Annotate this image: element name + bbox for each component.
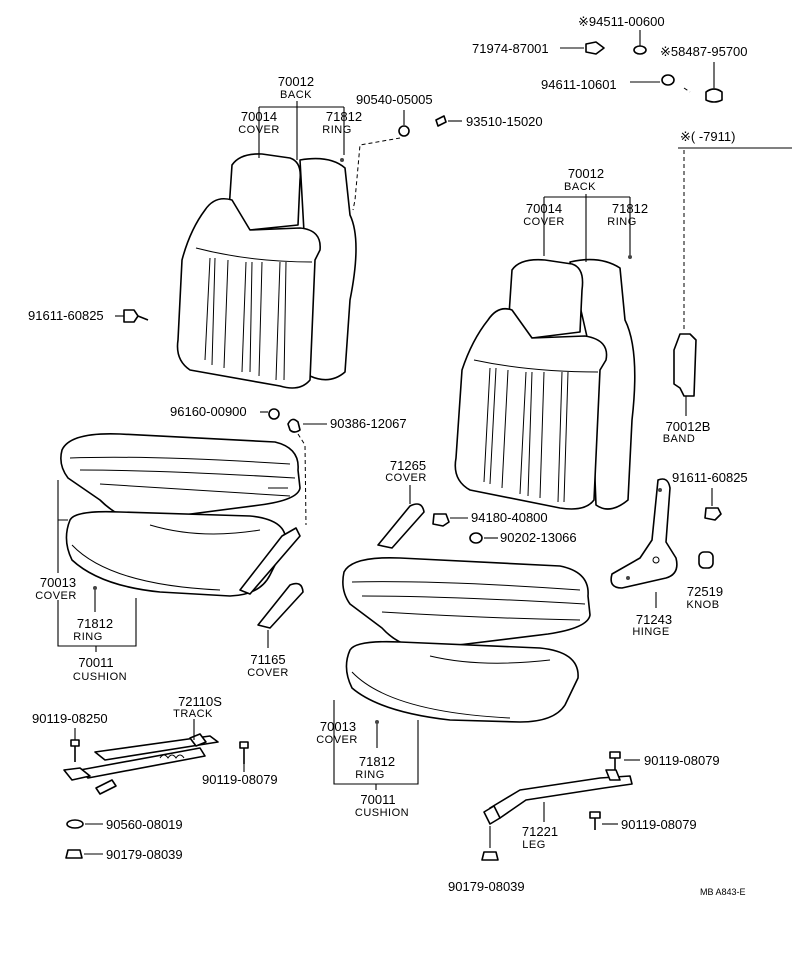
- ring-cushion-left-number: 71812: [77, 616, 113, 631]
- knob-name: KNOB: [686, 599, 719, 611]
- track-name: TRACK: [173, 708, 213, 720]
- bolt-90119-08079-c-icon: [589, 811, 601, 830]
- ring-left-number: 71812: [326, 109, 362, 124]
- bolt-90119-08079-b-icon: [609, 751, 621, 770]
- part-94611: 94611-10601: [541, 77, 617, 92]
- cushion-right-number: 70011: [360, 792, 395, 807]
- part-96160: 96160-00900: [170, 404, 247, 419]
- ring-cushion-right-name: RING: [355, 769, 385, 781]
- right-seat-back: [454, 258, 636, 510]
- part-90540: 90540-05005: [356, 92, 433, 107]
- cover-71165-number: 71165: [250, 652, 285, 667]
- ring-cushion-left-name: RING: [73, 631, 103, 643]
- side-cover-71265: [377, 503, 425, 549]
- ring-right-name: RING: [607, 216, 637, 228]
- left-seat-back: [176, 153, 357, 389]
- cushion-cover-left-number: 70013: [40, 575, 76, 590]
- left-cushion: [60, 433, 301, 597]
- band-number: 70012B: [666, 419, 711, 434]
- cushion-right-name: CUSHION: [355, 807, 409, 819]
- ring-left-name: RING: [322, 124, 352, 136]
- back-left-number: 70012: [278, 74, 314, 89]
- part-91611-left: 91611-60825: [28, 308, 104, 323]
- cushion-cover-right-name: COVER: [316, 734, 358, 746]
- screw-71974-icon: [585, 41, 605, 55]
- nut-94180-icon: [432, 513, 450, 527]
- ring-cushion-right-number: 71812: [359, 754, 395, 769]
- nut-90540-icon: [398, 125, 410, 137]
- date-note: ※( -7911): [680, 129, 735, 144]
- knob-72519-icon: [698, 551, 714, 569]
- cover-right-name: COVER: [523, 216, 565, 228]
- side-cover-71165: [257, 582, 304, 629]
- bolt-91611-left-icon: [123, 309, 149, 323]
- part-90179-b: 90179-08039: [448, 879, 525, 894]
- cover-left-number: 70014: [241, 109, 277, 124]
- cover-left-name: COVER: [238, 124, 280, 136]
- cushion-cover-left-name: COVER: [35, 590, 77, 602]
- cover-71265-number: 71265: [390, 458, 426, 473]
- part-90560: 90560-08019: [106, 817, 183, 832]
- track-number: 72110S: [178, 694, 222, 709]
- washer-94511-icon: [633, 45, 647, 55]
- part-90119-08079-c: 90119-08079: [621, 817, 697, 832]
- bolt-90119-08250-icon: [70, 739, 80, 762]
- part-58487: ※58487-95700: [660, 44, 748, 59]
- cover-71265-name: COVER: [385, 472, 427, 484]
- part-91611-right: 91611-60825: [672, 470, 748, 485]
- part-93510: 93510-15020: [466, 114, 543, 129]
- washer-90202-icon: [469, 532, 483, 544]
- ring-right-number: 71812: [612, 201, 648, 216]
- hinge-71243: [610, 478, 678, 589]
- cushion-left-name: CUSHION: [73, 671, 127, 683]
- washer-94611-icon: [661, 74, 675, 86]
- right-cushion: [342, 556, 591, 723]
- band-name: BAND: [663, 433, 696, 445]
- cover-right-number: 70014: [526, 201, 562, 216]
- back-right-number: 70012: [568, 166, 604, 181]
- cover-71165-name: COVER: [247, 667, 289, 679]
- hinge-name: HINGE: [632, 626, 669, 638]
- bolt-91611-right-icon: [704, 507, 722, 521]
- part-90119-08079-a: 90119-08079: [202, 772, 278, 787]
- nut-90179-a-icon: [65, 849, 83, 859]
- part-90119-08250: 90119-08250: [32, 711, 108, 726]
- bolt-90386-icon: [287, 418, 301, 433]
- part-90386: 90386-12067: [330, 416, 407, 431]
- nut-90179-b-icon: [481, 851, 499, 861]
- part-90119-08079-b: 90119-08079: [644, 753, 720, 768]
- back-right-name: BACK: [564, 181, 596, 193]
- hinge-number: 71243: [636, 612, 672, 627]
- back-left-name: BACK: [280, 89, 312, 101]
- cushion-left-number: 70011: [78, 655, 113, 670]
- knob-number: 72519: [687, 584, 723, 599]
- footer-mark: MB A843-E: [700, 887, 746, 897]
- part-90179-a: 90179-08039: [106, 847, 183, 862]
- leg-name: LEG: [522, 839, 546, 851]
- cushion-cover-right-number: 70013: [320, 719, 356, 734]
- part-90202: 90202-13066: [500, 530, 577, 545]
- seat-track: [63, 733, 219, 795]
- bolt-90119-08079-a-icon: [239, 741, 249, 764]
- clip-58487-icon: [705, 88, 723, 103]
- part-94180: 94180-40800: [471, 510, 548, 525]
- bolt-93510-icon: [435, 115, 447, 127]
- band-70012b: [673, 333, 697, 397]
- leg-number: 71221: [522, 824, 558, 839]
- part-71974: 71974-87001: [472, 41, 549, 56]
- washer-96160-icon: [268, 408, 280, 420]
- washer-90560-icon: [66, 819, 84, 829]
- part-94511: ※94511-00600: [578, 14, 665, 29]
- leg-71221: [483, 769, 633, 825]
